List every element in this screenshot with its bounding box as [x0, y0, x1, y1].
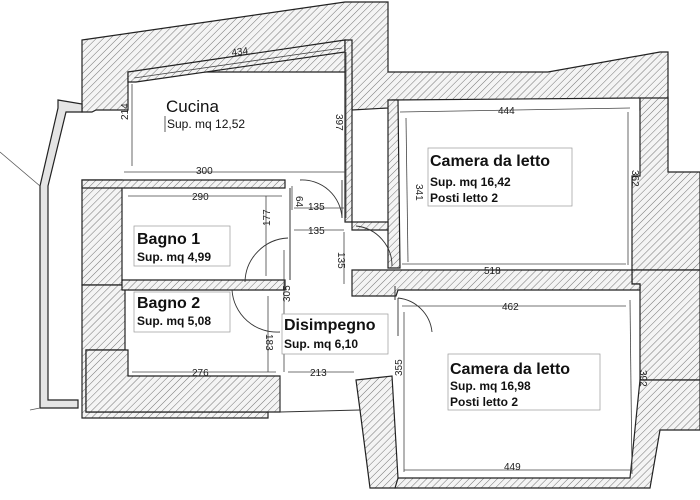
label-box [447, 353, 601, 411]
dimline-341 [405, 117, 409, 263]
room-name: Bagno 2 [137, 295, 200, 312]
dimline-444 [399, 107, 631, 113]
outer-walls [39, 1, 700, 489]
wall-bathroom-divider [121, 279, 286, 291]
room-area: Sup. mq 16,42 [430, 175, 511, 189]
door-bedroom1-arc [355, 225, 393, 267]
label-box [133, 225, 231, 267]
wall-bathroom-top [81, 179, 286, 189]
dim-213: 213 [310, 368, 327, 379]
dim-341: 341 [413, 184, 424, 201]
wall-bay-window [39, 99, 83, 409]
dim-276: 276 [192, 368, 209, 379]
wall-kitchen-inner-top [127, 39, 346, 83]
dim-518: 518 [484, 266, 501, 277]
door-bathroom1-arc [244, 237, 289, 283]
dim-135c: 135 [335, 252, 346, 269]
wall-bedrooms-divider [351, 269, 641, 297]
dimline-392 [629, 299, 633, 475]
room-bagno-2: Bagno 2 Sup. mq 5,08 [133, 291, 231, 333]
doors [231, 179, 433, 336]
room-camera-1: Camera da letto Sup. mq 16,42 Posti lett… [427, 147, 573, 207]
wall-right-middle [631, 269, 700, 381]
dim-135b: 135 [308, 226, 325, 237]
dim-444: 444 [498, 106, 515, 117]
wall-bottom-left [85, 349, 281, 413]
room-disimpegno: Disimpegno Sup. mq 6,10 [281, 313, 389, 355]
room-name: Bagno 1 [137, 231, 200, 248]
dim-397: 397 [333, 114, 344, 131]
room-area: Sup. mq 12,52 [167, 117, 245, 131]
door-bathroom2-arc [231, 289, 281, 333]
room-bagno-1: Bagno 1 Sup. mq 4,99 [133, 225, 231, 267]
dim-64: 64 [293, 196, 304, 208]
dim-362: 362 [629, 170, 640, 187]
door-kitchen-arc [299, 179, 343, 219]
dimline-434 [133, 47, 343, 79]
room-beds: Posti letto 2 [450, 395, 518, 409]
interior-lines [279, 188, 396, 413]
wall-bedroom1-left [387, 99, 401, 269]
wall-right-upper [631, 97, 700, 271]
room-area: Sup. mq 16,98 [450, 379, 531, 393]
wall-hall-right [351, 221, 389, 231]
dim-434: 434 [231, 46, 249, 59]
label-box [133, 291, 231, 333]
dim-392: 392 [637, 370, 648, 387]
dim-183: 183 [263, 334, 274, 351]
label-box [427, 147, 573, 207]
room-area: Sup. mq 4,99 [137, 250, 211, 264]
wall-kitchen-top [81, 1, 669, 113]
hall-bottom-line [279, 409, 361, 413]
bay-outline [0, 151, 41, 411]
room-name: Camera da letto [430, 153, 550, 170]
dim-214: 214 [120, 103, 131, 120]
dimension-lines [124, 47, 633, 475]
room-name: Disimpegno [284, 317, 376, 334]
dim-135a: 135 [308, 202, 325, 213]
room-camera-2: Camera da letto Sup. mq 16,98 Posti lett… [447, 353, 601, 411]
room-name: Camera da letto [450, 361, 570, 378]
door-bedroom2-arc [397, 297, 433, 333]
dim-305: 305 [282, 285, 293, 302]
dim-300: 300 [196, 166, 213, 177]
wall-right-bottom [394, 379, 700, 489]
wall-left-upper [81, 179, 123, 286]
room-name: Cucina [166, 97, 219, 116]
dim-462: 462 [502, 302, 519, 313]
dim-177: 177 [262, 209, 273, 226]
dim-355: 355 [394, 359, 405, 376]
label-box [281, 313, 389, 355]
dimension-labels: 434 397 214 300 444 362 341 518 290 64 1… [120, 46, 648, 473]
room-beds: Posti letto 2 [430, 191, 498, 205]
room-area: Sup. mq 6,10 [284, 337, 358, 351]
wall-bedroom2-left [355, 375, 399, 489]
room-area: Sup. mq 5,08 [137, 314, 211, 328]
dim-449: 449 [504, 462, 521, 473]
dim-290: 290 [192, 192, 209, 203]
room-cucina: Cucina Sup. mq 12,52 [164, 97, 245, 132]
